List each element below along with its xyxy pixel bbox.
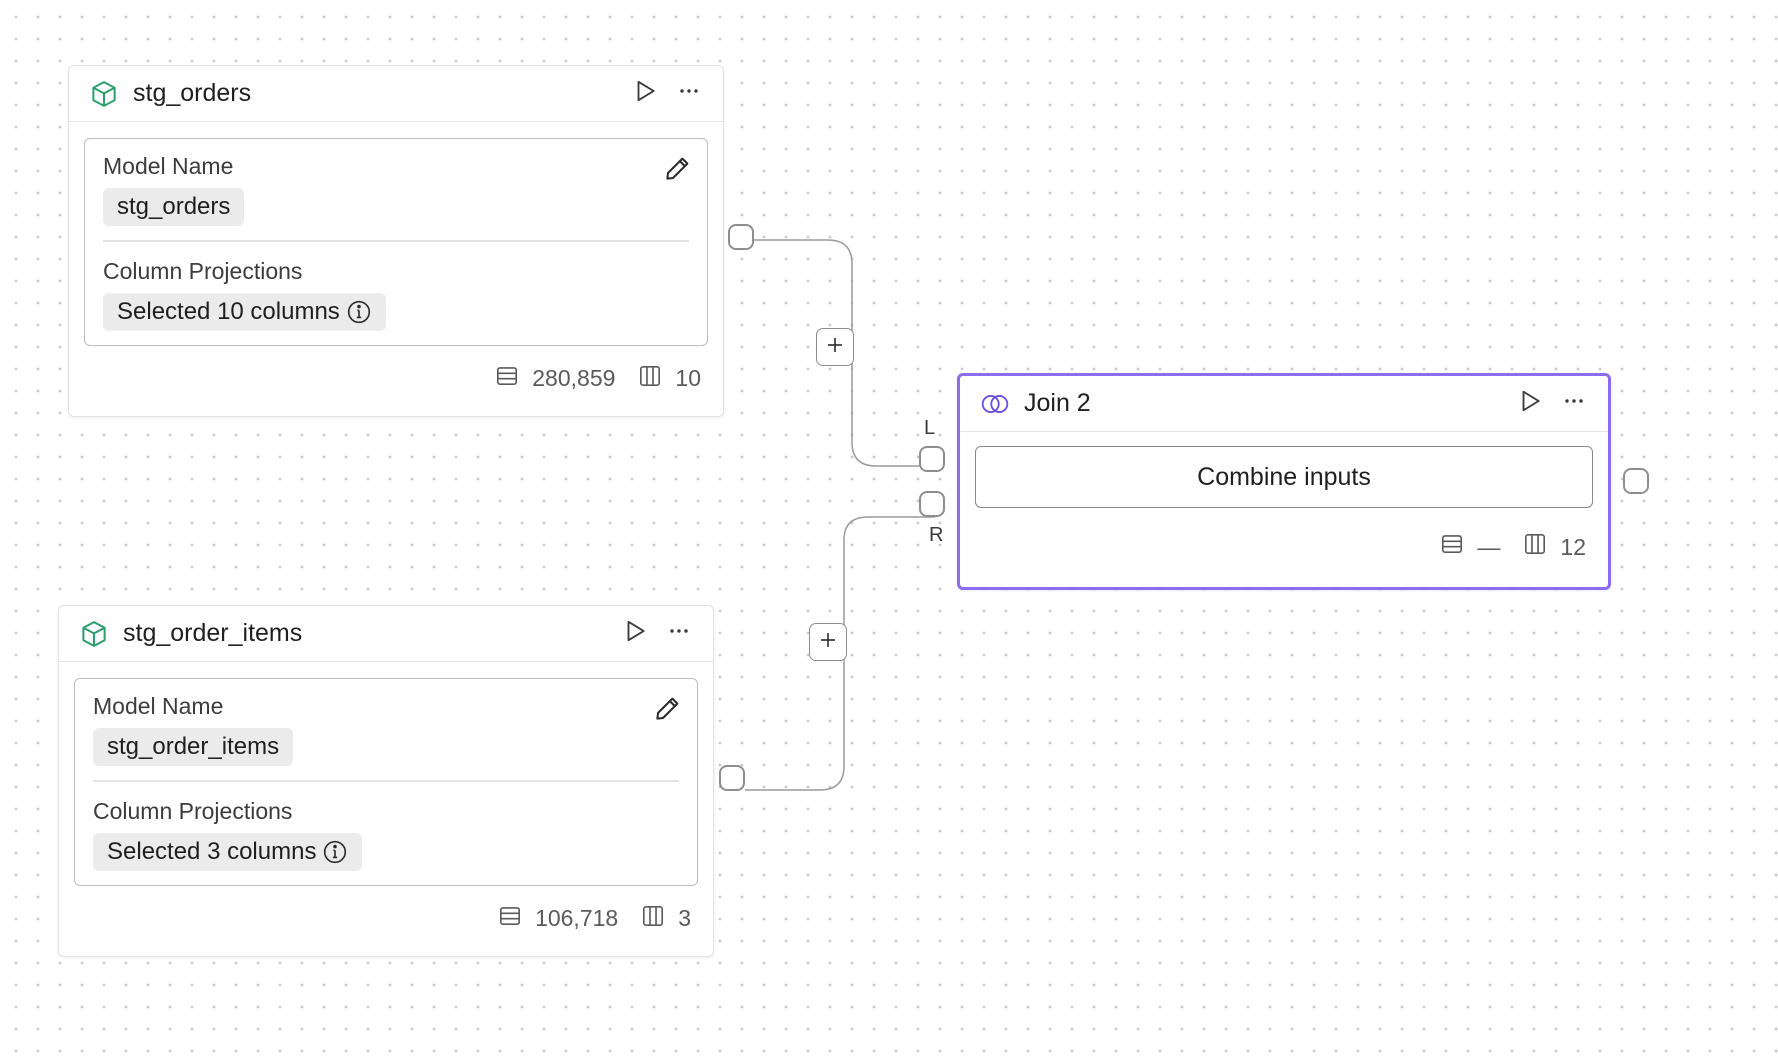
more-options-button[interactable]: [663, 618, 695, 650]
run-button[interactable]: [629, 78, 661, 110]
column-count: 10: [675, 365, 701, 391]
column-projections-value: Selected 10 columns: [117, 297, 340, 325]
right-input-label: R: [929, 524, 944, 546]
rows-icon: [1439, 531, 1477, 563]
info-icon[interactable]: [322, 839, 348, 865]
column-count: 3: [678, 905, 691, 931]
node-stats: — 12: [960, 508, 1608, 586]
left-input-label: L: [924, 417, 936, 439]
node-config-card: Model Name stg_order_items Column Projec…: [74, 678, 698, 886]
column-projections-chip[interactable]: Selected 10 columns: [103, 292, 386, 331]
more-options-button[interactable]: [1558, 388, 1590, 420]
model-name-chip[interactable]: stg_orders: [103, 188, 245, 226]
divider: [93, 780, 679, 782]
play-icon: [632, 78, 658, 109]
model-name-chip[interactable]: stg_order_items: [93, 728, 294, 766]
play-icon: [622, 618, 648, 649]
model-node-stg-orders[interactable]: stg_orders Model Name stg_orders Column …: [68, 65, 724, 417]
pencil-icon: [663, 157, 693, 187]
node-config-card: Model Name stg_orders Column Projections…: [84, 138, 708, 346]
model-name-label: Model Name: [103, 153, 234, 179]
column-projections-label: Column Projections: [93, 797, 293, 824]
columns-icon: [1522, 531, 1560, 563]
node-title: stg_orders: [133, 79, 252, 107]
info-icon[interactable]: [346, 299, 372, 325]
cube-icon: [79, 619, 109, 649]
input-port-left[interactable]: [919, 446, 945, 472]
edit-button[interactable]: [653, 693, 683, 723]
column-projections-chip[interactable]: Selected 3 columns: [93, 832, 363, 871]
model-node-stg-order-items[interactable]: stg_order_items Model Name stg_order_ite…: [58, 605, 714, 957]
add-step-button-top[interactable]: [816, 328, 854, 366]
node-title: Join 2: [1024, 389, 1091, 417]
columns-icon: [640, 903, 678, 935]
node-header: Join 2: [960, 376, 1608, 432]
column-projections-value: Selected 3 columns: [107, 837, 317, 865]
column-count: 12: [1560, 533, 1586, 560]
node-header: stg_orders: [69, 66, 723, 122]
ellipsis-icon: [1562, 389, 1586, 418]
row-count: 280,859: [532, 365, 616, 391]
row-count-stat: 280,859: [494, 363, 615, 395]
divider: [103, 240, 689, 242]
column-count-stat: 12: [1522, 531, 1586, 563]
column-projections-label: Column Projections: [103, 257, 303, 284]
node-title: stg_order_items: [123, 619, 303, 647]
plus-icon: [819, 631, 837, 654]
columns-icon: [637, 363, 675, 395]
ellipsis-icon: [677, 79, 701, 108]
rows-icon: [494, 363, 532, 395]
plus-icon: [826, 336, 844, 359]
row-count: —: [1477, 533, 1501, 560]
column-count-stat: 10: [637, 363, 701, 395]
join-node[interactable]: Join 2 Combine inputs — 12: [957, 373, 1611, 590]
play-icon: [1517, 388, 1543, 419]
pencil-icon: [653, 697, 683, 727]
ellipsis-icon: [667, 619, 691, 648]
output-port-join[interactable]: [1623, 468, 1649, 494]
join-circles-icon: [980, 389, 1010, 419]
model-name-label: Model Name: [93, 693, 224, 719]
column-count-stat: 3: [640, 903, 691, 935]
output-port-stg-orders[interactable]: [728, 224, 754, 250]
row-count: 106,718: [535, 905, 619, 931]
node-stats: 280,859 10: [69, 346, 723, 412]
combine-inputs-button[interactable]: Combine inputs: [975, 446, 1593, 508]
run-button[interactable]: [619, 618, 651, 650]
edit-button[interactable]: [663, 153, 693, 183]
run-button[interactable]: [1514, 388, 1546, 420]
add-step-button-bottom[interactable]: [809, 623, 847, 661]
cube-icon: [89, 79, 119, 109]
input-port-right[interactable]: [919, 491, 945, 517]
more-options-button[interactable]: [673, 78, 705, 110]
rows-icon: [497, 903, 535, 935]
output-port-stg-order-items[interactable]: [719, 765, 745, 791]
node-header: stg_order_items: [59, 606, 713, 662]
row-count-stat: —: [1439, 531, 1500, 563]
row-count-stat: 106,718: [497, 903, 618, 935]
node-stats: 106,718 3: [59, 886, 713, 952]
